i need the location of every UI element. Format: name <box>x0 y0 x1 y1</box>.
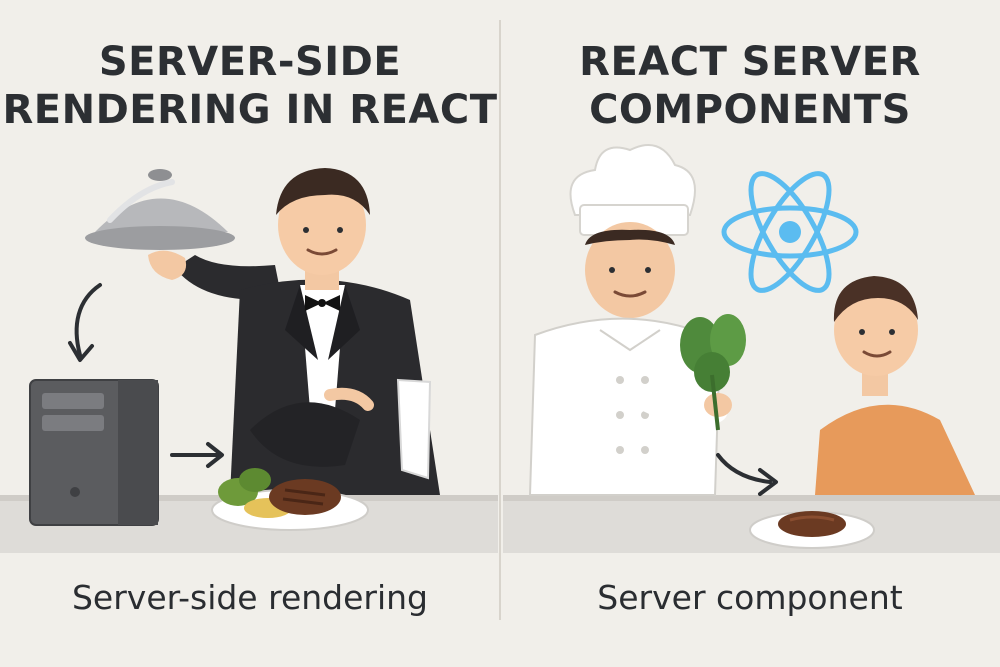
steak-plate-right-icon <box>749 511 875 549</box>
steak-plate-icon <box>211 468 369 531</box>
react-logo-icon <box>721 171 859 293</box>
left-panel: SERVER-SIDE RENDERING IN REACT Server-si… <box>0 38 500 617</box>
left-title-line1: SERVER-SIDE <box>98 39 402 85</box>
right-title-line1: REACT SERVER <box>579 39 921 85</box>
right-panel: REACT SERVER COMPONENTS Server component <box>500 0 1000 667</box>
right-title-line2: COMPONENTS <box>589 87 911 133</box>
right-title: REACT SERVER COMPONENTS <box>500 38 1000 134</box>
waiter-figure <box>148 168 440 495</box>
right-counter <box>503 495 1000 553</box>
right-caption: Server component <box>597 578 903 617</box>
boy-figure <box>815 276 975 495</box>
left-title-line2: RENDERING IN REACT <box>2 87 498 133</box>
greens-icon <box>680 314 746 431</box>
left-title: SERVER-SIDE RENDERING IN REACT <box>0 38 500 134</box>
left-caption: Server-side rendering <box>71 578 429 617</box>
cloche-icon <box>85 169 235 250</box>
curved-arrow-right-icon <box>716 453 772 484</box>
curved-arrow-icon <box>74 283 102 357</box>
chef-figure <box>528 144 732 496</box>
server-tower-icon <box>29 379 159 526</box>
panel-divider <box>499 20 501 620</box>
